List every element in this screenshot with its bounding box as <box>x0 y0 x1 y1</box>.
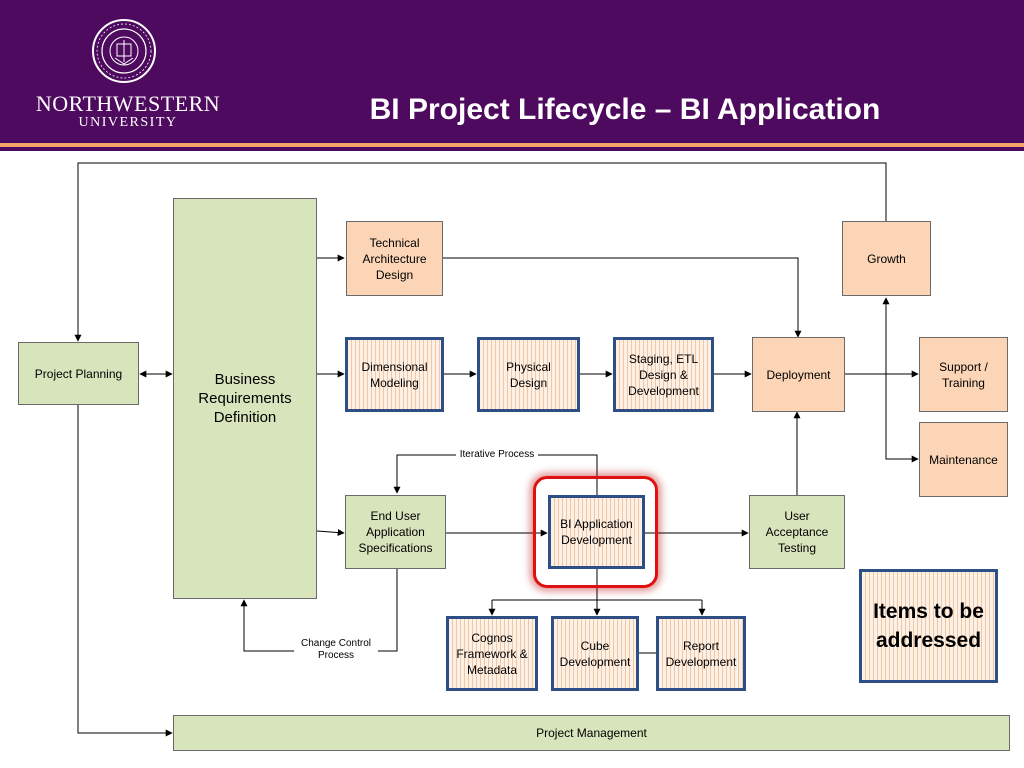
label-iterative-process: Iterative Process <box>456 449 538 461</box>
node-bi-app-dev: BI Application Development <box>548 495 645 569</box>
university-seal-icon <box>92 19 156 83</box>
node-support-training: Support / Training <box>919 337 1008 412</box>
current-focus-highlight <box>533 476 658 588</box>
edge-planning-to-management <box>77 405 173 737</box>
edge-junction-to-maintenance <box>885 374 919 463</box>
header-divider-line <box>0 147 1024 151</box>
node-growth: Growth <box>842 221 931 296</box>
header-accent-line <box>0 143 1024 147</box>
label-change-control: Change Control Process <box>294 638 378 662</box>
node-project-management: Project Management <box>173 715 1010 751</box>
node-physical-design: Physical Design <box>477 337 580 412</box>
node-staging-etl: Staging, ETL Design & Development <box>613 337 714 412</box>
node-deployment: Deployment <box>752 337 845 412</box>
edge-growth-to-planning <box>74 162 887 342</box>
node-technical-architecture: Technical Architecture Design <box>346 221 443 296</box>
node-end-user-spec: End User Application Specifications <box>345 495 446 569</box>
header-bar: NORTHWESTERN UNIVERSITY BI Project Lifec… <box>0 0 1024 143</box>
node-cube-dev: Cube Development <box>551 616 639 691</box>
university-name: NORTHWESTERN <box>35 91 221 116</box>
node-dimensional-modeling: Dimensional Modeling <box>345 337 444 412</box>
edge-tech-to-deployment <box>443 257 802 338</box>
node-business-requirements: Business Requirements Definition <box>173 198 317 599</box>
legend-items-to-be-addressed: Items to be addressed <box>859 569 998 683</box>
edge-requirements-to-enduser <box>316 529 345 537</box>
node-project-planning: Project Planning <box>18 342 139 405</box>
page-title: BI Project Lifecycle – BI Application <box>369 93 881 126</box>
node-maintenance: Maintenance <box>919 422 1008 497</box>
university-subtitle: UNIVERSITY <box>78 115 178 130</box>
node-report-dev: Report Development <box>656 616 746 691</box>
node-user-acceptance: User Acceptance Testing <box>749 495 845 569</box>
node-cognos-framework: Cognos Framework & Metadata <box>446 616 538 691</box>
